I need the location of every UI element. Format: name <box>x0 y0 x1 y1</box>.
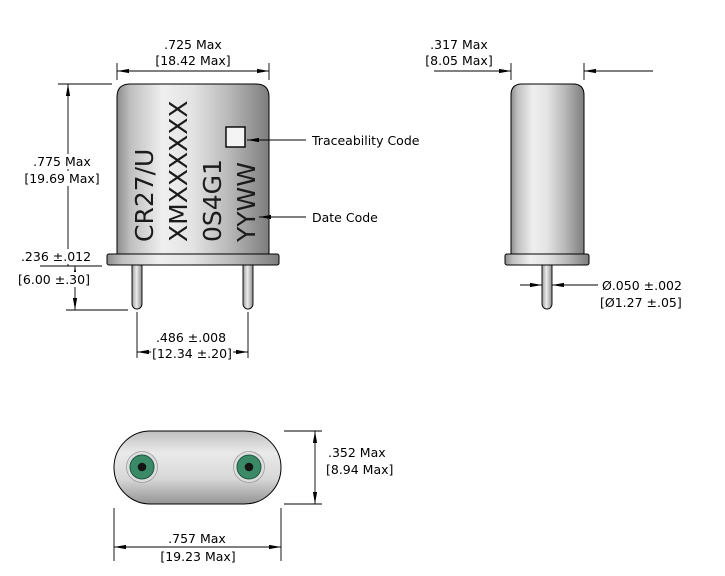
date-code-label: Date Code <box>311 210 379 225</box>
part-marking: CR27/U XMXXXXXX 0S4G1 YYWW <box>128 98 264 242</box>
bottom-dimension-lines <box>113 430 322 561</box>
dim-lead-spacing-inch: .486 ±.008 <box>154 330 228 345</box>
dim-lead-spacing-mm: [12.34 ±.20] <box>151 346 233 361</box>
dim-lead-length-mm: [6.00 ±.30] <box>17 272 91 287</box>
annotation-leaders <box>247 137 306 220</box>
side-view <box>504 83 590 310</box>
pin-left-center <box>137 462 147 472</box>
dim-front-width-mm: [18.42 Max] <box>154 53 232 68</box>
dim-front-width-inch: .725 Max <box>163 37 223 52</box>
base-flange-side <box>504 253 590 266</box>
marking-line-lot-code: 0S4G1 <box>198 159 227 242</box>
base-flange-front <box>106 253 280 266</box>
crystal-body-side <box>510 83 585 255</box>
dim-bottom-width-inch: .757 Max <box>167 531 227 546</box>
dim-lead-diameter-mm: [Ø1.27 ±.05] <box>599 295 683 310</box>
dim-bottom-depth-mm: [8.94 Max] <box>325 462 395 477</box>
dim-front-height-mm: [19.69 Max] <box>23 171 101 186</box>
crystal-body-bottom <box>113 430 282 505</box>
lead-right <box>242 264 254 310</box>
bottom-view <box>113 430 282 505</box>
dim-front-height-inch: .775 Max <box>32 154 92 169</box>
marking-line-part-number: CR27/U <box>130 148 159 242</box>
pin-right-center <box>244 462 254 472</box>
lead-left <box>131 264 143 310</box>
marking-line-frequency: XMXXXXXX <box>164 100 193 242</box>
dim-side-depth-inch: .317 Max <box>429 37 489 52</box>
front-view <box>106 83 280 310</box>
dim-bottom-width-mm: [19.23 Max] <box>159 549 237 564</box>
dim-lead-length-inch: .236 ±.012 <box>19 249 93 264</box>
dim-side-depth-mm: [8.05 Max] <box>424 53 494 68</box>
dim-bottom-depth-inch: .352 Max <box>327 445 387 460</box>
marking-line-date-code: YYWW <box>232 162 261 242</box>
side-dimension-lines <box>434 63 653 288</box>
lead-side <box>541 264 553 310</box>
traceability-code-label: Traceability Code <box>311 133 421 148</box>
traceability-mark <box>225 126 246 148</box>
dim-lead-diameter-inch: Ø.050 ±.002 <box>601 278 683 293</box>
